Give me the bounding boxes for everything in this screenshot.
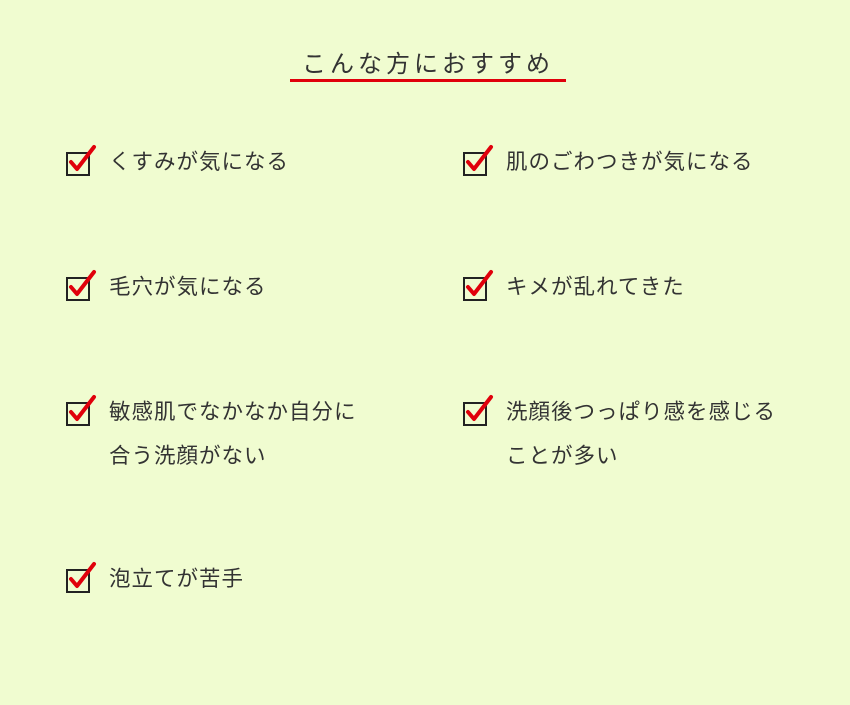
checkbox-checked-icon bbox=[66, 145, 96, 176]
list-item: 泡立てが苦手 bbox=[66, 562, 244, 602]
checkbox-checked-icon bbox=[66, 395, 96, 426]
item-label: 毛穴が気になる bbox=[109, 275, 267, 300]
item-label: 敏感肌でなかなか自分に 合う洗顔がない bbox=[109, 400, 357, 469]
list-item: 肌のごわつきが気になる bbox=[463, 145, 754, 185]
list-item: 敏感肌でなかなか自分に 合う洗顔がない bbox=[66, 395, 357, 479]
section-title: こんな方におすすめ bbox=[302, 50, 554, 78]
checkbox-checked-icon bbox=[463, 270, 493, 301]
checkbox-checked-icon bbox=[66, 562, 96, 593]
list-item: くすみが気になる bbox=[66, 145, 289, 185]
checkbox-checked-icon bbox=[463, 395, 493, 426]
list-item: 毛穴が気になる bbox=[66, 270, 267, 310]
item-label: 肌のごわつきが気になる bbox=[506, 150, 754, 175]
item-label: 泡立てが苦手 bbox=[109, 567, 245, 592]
item-label: 洗顔後つっぱり感を感じる ことが多い bbox=[506, 400, 777, 469]
title-underline bbox=[290, 79, 566, 82]
list-item: キメが乱れてきた bbox=[463, 270, 685, 310]
checkbox-checked-icon bbox=[66, 270, 96, 301]
checkbox-checked-icon bbox=[463, 145, 493, 176]
item-label: くすみが気になる bbox=[109, 150, 290, 175]
item-label: キメが乱れてきた bbox=[506, 275, 685, 300]
list-item: 洗顔後つっぱり感を感じる ことが多い bbox=[463, 395, 776, 479]
